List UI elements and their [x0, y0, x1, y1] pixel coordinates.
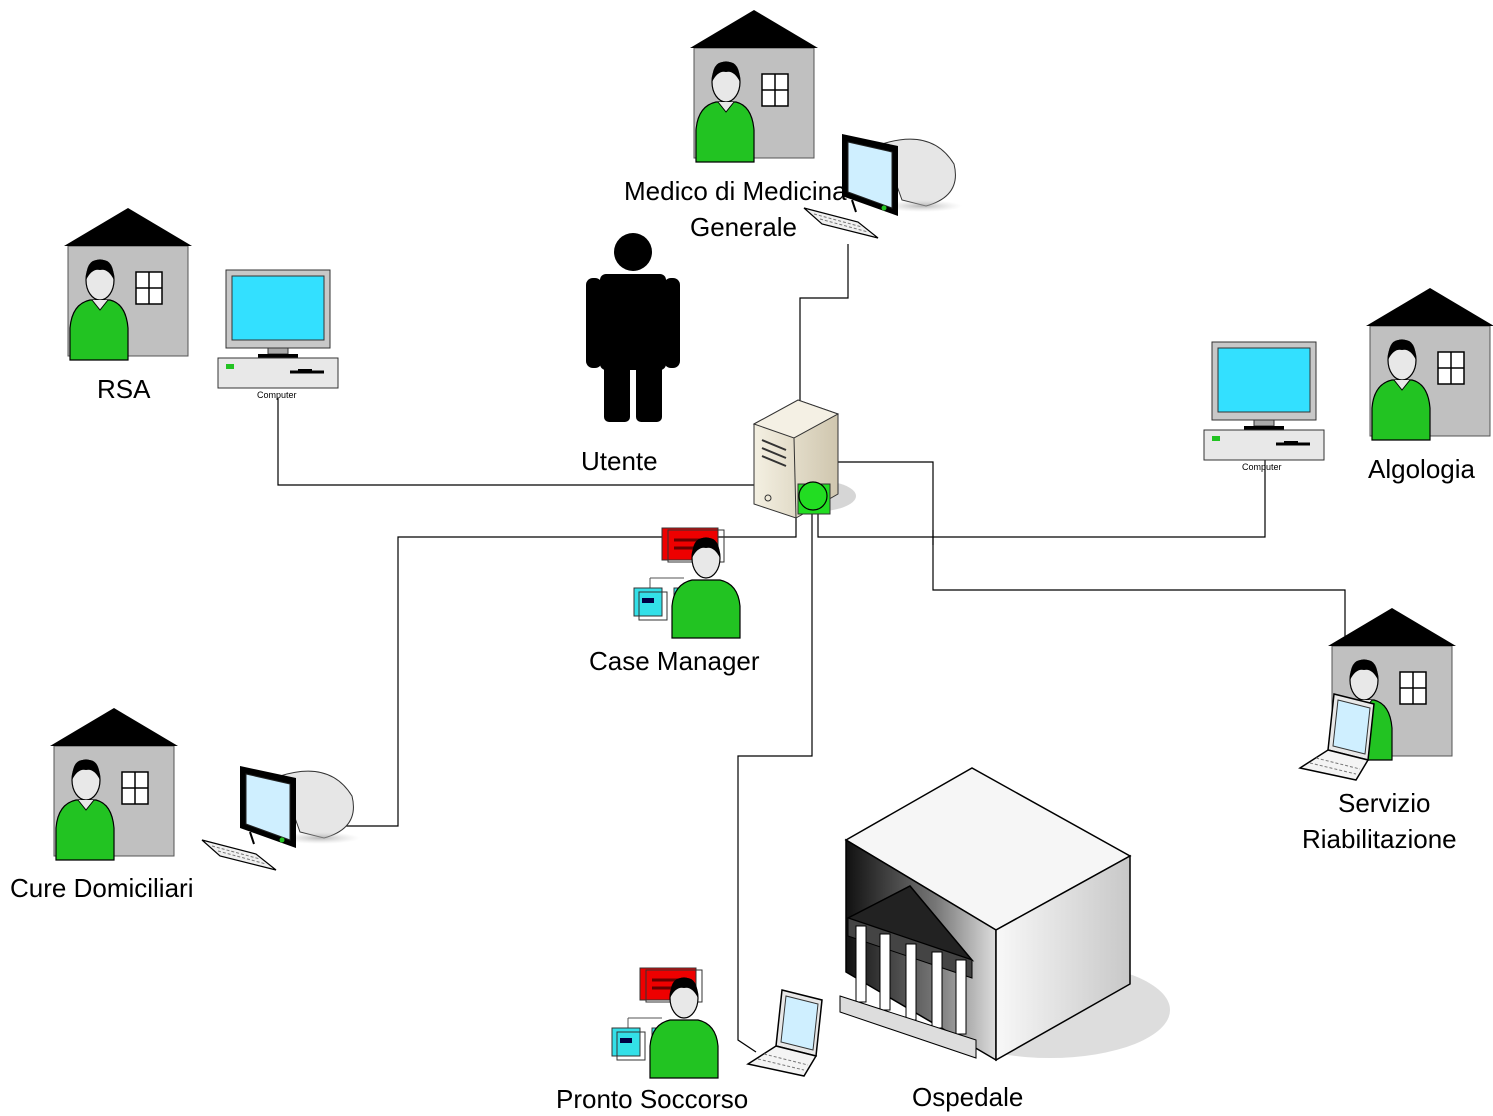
link-ospedale [737, 512, 813, 1053]
pronto-soccorso-label: Pronto Soccorso [556, 1084, 749, 1114]
crt-monitor-cure-icon [201, 765, 361, 871]
link-servizio [826, 461, 1346, 648]
case-manager-label: Case Manager [589, 646, 760, 676]
network-links [277, 244, 1346, 1053]
servizio-label-line1: Servizio [1338, 788, 1431, 818]
laptop-servizio-icon [1299, 693, 1375, 781]
utente-label: Utente [581, 446, 658, 476]
house-medico-icon [689, 9, 819, 163]
servizio-label-line2: Riabilitazione [1302, 824, 1457, 854]
server-icon [752, 399, 856, 519]
user-silhouette-icon [586, 233, 680, 422]
link-cure [322, 512, 797, 827]
hospital-building-icon [839, 767, 1170, 1062]
link-medico [799, 244, 849, 468]
house-cure-icon [49, 707, 179, 861]
link-algologia [817, 460, 1266, 538]
computer-algologia-icon [1202, 340, 1326, 462]
ospedale-label: Ospedale [912, 1082, 1024, 1112]
laptop-ospedale-icon [747, 989, 823, 1077]
cure-domiciliari-label: Cure Domiciliari [10, 873, 194, 903]
computer-algologia-caption: Computer [1242, 462, 1282, 472]
computer-rsa-icon [216, 268, 340, 390]
link-rsa [277, 398, 756, 486]
house-algologia-icon [1365, 287, 1493, 441]
rsa-label: RSA [97, 374, 151, 404]
medico-label-line2: Generale [690, 212, 797, 242]
pronto-soccorso-figure-icon [610, 966, 720, 1080]
algologia-label: Algologia [1368, 454, 1475, 484]
house-rsa-icon [63, 207, 193, 361]
medico-label-line1: Medico di Medicina [624, 176, 847, 206]
computer-rsa-caption: Computer [257, 390, 297, 400]
case-manager-figure-icon [632, 526, 742, 640]
